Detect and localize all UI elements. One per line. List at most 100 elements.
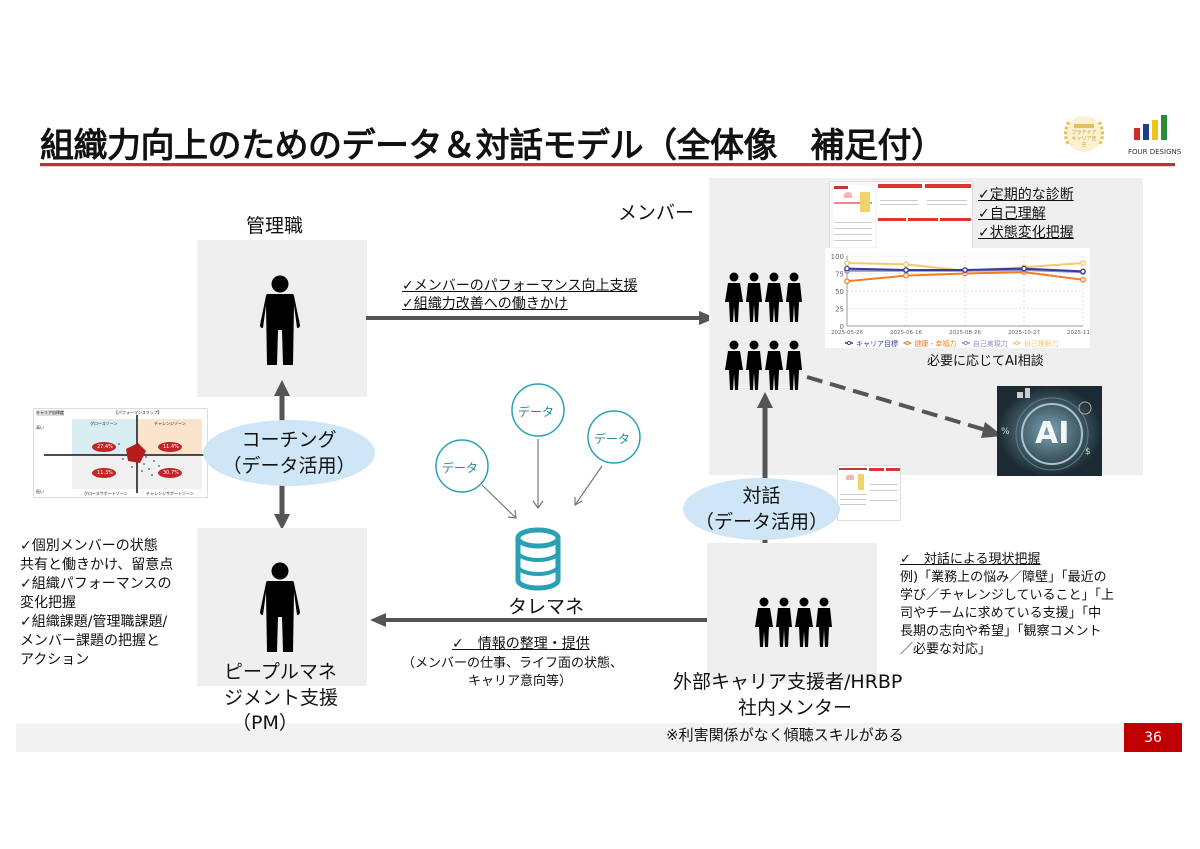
- supporter-notes: ✓ 対話による現状把握 例)「業務上の悩み／障壁」「最近の 学び／チャレンジして…: [900, 551, 1180, 659]
- svg-text:$: $: [1085, 447, 1091, 457]
- member-group-icon: [724, 340, 804, 394]
- legend-label: 自己実現力: [973, 339, 1008, 348]
- manager-arrow-note-2: ✓組織力改善への働きかけ: [402, 296, 568, 312]
- matrix-axis-high: 高い: [36, 425, 44, 430]
- data-hub-diagram: [435, 383, 641, 591]
- pm-notes: ✓個別メンバーの状態 共有と働きかけ、留意点 ✓組織パフォーマンスの 変化把握 …: [20, 537, 200, 670]
- pm-note: ✓組織課題/管理職課題/: [20, 614, 168, 630]
- performance-map-thumbnail: キャリア自律度 【パフォーマンスマップ】 高い 低い グロースゾーン チャレンジ…: [33, 408, 208, 498]
- matrix-y-label: キャリア自律度: [36, 410, 64, 416]
- matrix-percent-3: 11.3%: [97, 470, 113, 476]
- pm-name-line3: （PM）: [232, 712, 298, 734]
- data-point: [903, 272, 909, 279]
- y-tick-label: 25: [835, 306, 844, 314]
- pm-note: アクション: [20, 652, 90, 668]
- dialogue-ellipse: 対話 （データ活用）: [683, 478, 840, 540]
- data-point: [844, 260, 850, 266]
- legend-marker: [963, 340, 968, 346]
- brand-name: FOUR DESIGNS: [1128, 148, 1182, 156]
- legend-label: 自己理解力: [1024, 339, 1059, 348]
- dialogue-sub-label: （データ活用）: [694, 511, 828, 533]
- coaching-ellipse: コーチング （データ活用）: [203, 420, 375, 486]
- member-heading: メンバー: [618, 202, 695, 224]
- data-bubble-label-2: データ: [518, 405, 555, 419]
- talent-management-label: タレマネ: [508, 596, 585, 618]
- legend-marker: [1014, 340, 1019, 346]
- pm-note: 変化把握: [20, 595, 76, 611]
- supporter-note: ／必要な対応」: [900, 642, 992, 657]
- pm-note: ✓組織パフォーマンスの: [20, 576, 172, 592]
- pm-note: メンバー課題の把握と: [20, 633, 160, 649]
- people-group-icon: [725, 340, 802, 390]
- matrix-zone-challenge: チャレンジゾーン: [154, 421, 186, 426]
- award-badge-text: プラチナアキャリア宣言: [1071, 130, 1097, 148]
- slide-title: 組織力向上のためのデータ＆対話モデル（全体像 補足付）: [40, 126, 945, 166]
- supporter-panel: [707, 543, 877, 683]
- ai-consult-caption: 必要に応じてAI相談: [927, 354, 1044, 369]
- data-bubble: [435, 439, 489, 493]
- footer-bar: [16, 723, 1182, 752]
- svg-text:%: %: [1001, 427, 1010, 437]
- x-tick-label: 2025-05-26: [831, 330, 863, 336]
- pm-note: ✓個別メンバーの状態: [20, 538, 158, 554]
- legend-marker: [905, 340, 910, 346]
- coaching-label: コーチング: [241, 429, 337, 451]
- matrix-percent-4: 30.7%: [163, 470, 179, 476]
- legend-marker: [846, 340, 852, 346]
- matrix-percent-1: 27.4%: [97, 444, 113, 450]
- matrix-axis-low: 低い: [36, 489, 44, 494]
- report-thumbnail-small: [837, 465, 901, 521]
- people-group-icon: [725, 272, 802, 322]
- manager-heading: 管理職: [246, 215, 304, 237]
- x-tick-label: 2025-11-26: [1067, 330, 1090, 336]
- data-point: [903, 267, 909, 273]
- data-bubble: [511, 383, 565, 437]
- manager-to-member-arrow: [366, 311, 716, 325]
- data-point: [962, 267, 968, 273]
- member-check-diagnosis: ✓定期的な診断: [978, 187, 1074, 203]
- supporter-note: 長期の志向や希望」「観察コメント: [900, 624, 1102, 639]
- member-check-self-understanding: ✓自己理解: [978, 206, 1046, 222]
- people-group-icon: [755, 597, 832, 647]
- matrix-zone-challenge-support: チャレンジサポートゾーン: [146, 491, 194, 496]
- supporter-footnote: ※利害関係がなく傾聴スキルがある: [666, 726, 904, 744]
- four-designs-logo: FOUR DESIGNS: [1128, 114, 1182, 156]
- supporter-note: 例)「業務上の悩み／障壁」「最近の: [900, 570, 1107, 585]
- data-bubble-label-3: データ: [594, 432, 631, 446]
- pm-name-line1: ピープルマネ: [224, 661, 337, 683]
- person-icon: [258, 562, 302, 656]
- supporter-name-line2: 社内メンター: [738, 697, 853, 719]
- supporter-note: 司やチームに求めている支援」「中: [900, 606, 1102, 621]
- y-tick-label: 0: [840, 323, 844, 331]
- data-point: [903, 261, 909, 268]
- x-tick-label: 2025-10-27: [1008, 330, 1040, 336]
- page-number: 36: [1124, 723, 1182, 752]
- dialogue-label: 対話: [742, 485, 781, 507]
- coaching-sub-label: （データ活用）: [222, 455, 356, 477]
- data-point: [844, 265, 850, 272]
- member-check-state-change: ✓状態変化把握: [978, 225, 1074, 241]
- matrix-percent-2: 11.4%: [163, 444, 179, 450]
- data-point: [1021, 265, 1027, 272]
- manager-arrow-note-1: ✓メンバーのパフォーマンス向上支援: [402, 278, 638, 294]
- supporter-name-line1: 外部キャリア支援者/HRBP: [673, 671, 903, 693]
- database-icon: [515, 527, 561, 591]
- title-underline-shadow: [40, 166, 1175, 167]
- legend-label: 健康・幸福力: [914, 339, 956, 348]
- data-point: [844, 278, 850, 285]
- diagnosis-report-thumbnail: [829, 181, 973, 249]
- info-provision-line2: キャリア意向等）: [468, 674, 573, 689]
- data-bubble-label-1: データ: [442, 461, 479, 475]
- matrix-zone-growth-support: グロースサポートゾーン: [84, 491, 128, 496]
- title-underline: [40, 163, 1175, 166]
- person-icon: [258, 275, 302, 369]
- supporter-note: 学び／チャレンジしていること」「上: [900, 588, 1114, 603]
- award-badge-logo: プラチナアキャリア宣言: [1058, 110, 1110, 158]
- x-tick-label: 2025-06-16: [890, 330, 922, 336]
- matrix-title: 【パフォーマンスマップ】: [114, 410, 162, 415]
- pm-name-line2: ジメント支援: [224, 687, 339, 709]
- y-tick-label: 100: [831, 253, 844, 261]
- supporter-notes-title: ✓ 対話による現状把握: [900, 552, 1041, 567]
- y-tick-label: 75: [835, 271, 844, 279]
